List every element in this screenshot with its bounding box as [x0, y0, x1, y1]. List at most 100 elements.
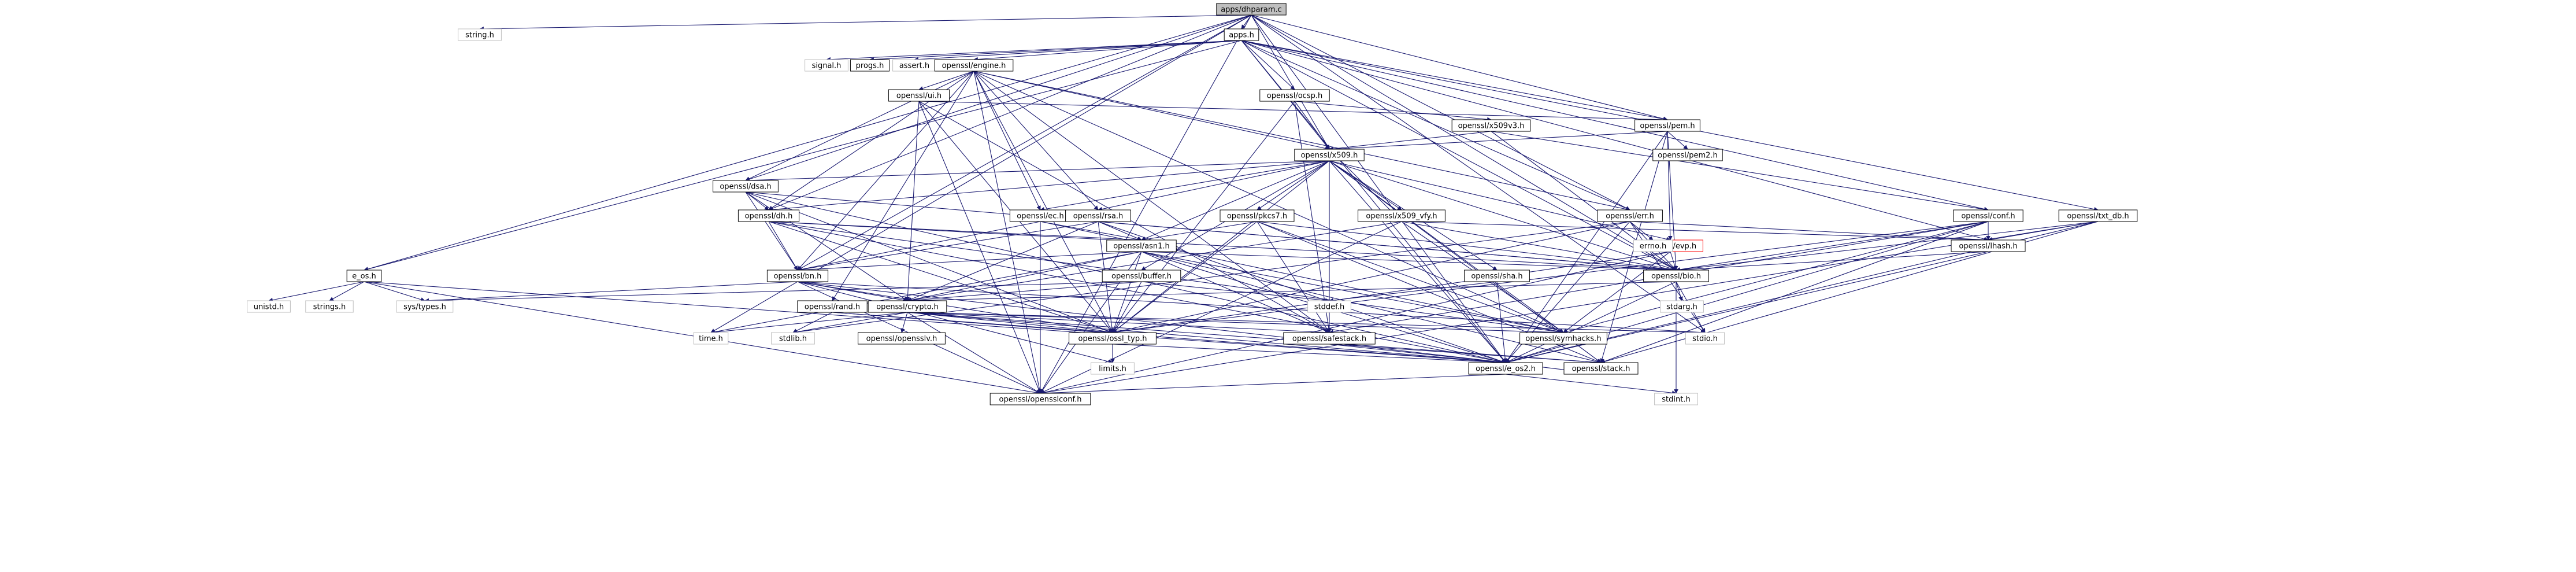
edge-apps-to-conf [1241, 40, 1989, 212]
edge-asn1-to-bio [1141, 251, 1677, 272]
node-progs[interactable]: progs.h [850, 59, 890, 72]
node-conf[interactable]: openssl/conf.h [1953, 209, 2023, 222]
node-apps[interactable]: apps.h [1224, 28, 1259, 41]
edge-eos2-to-opensslconf [1040, 374, 1506, 396]
node-ocsp[interactable]: openssl/ocsp.h [1259, 89, 1330, 102]
node-buffer[interactable]: openssl/buffer.h [1102, 270, 1181, 282]
node-stdlib: stdlib.h [771, 332, 815, 345]
node-box-pem2 [1652, 149, 1723, 161]
node-dsa[interactable]: openssl/dsa.h [713, 180, 779, 193]
node-x509v3[interactable]: openssl/x509v3.h [1451, 119, 1531, 132]
edge-x509-to-ossltyp [1112, 160, 1330, 333]
node-box-dsa [713, 180, 779, 193]
edge-layer [268, 14, 2099, 396]
node-sha[interactable]: openssl/sha.h [1464, 270, 1530, 282]
node-eos2[interactable]: openssl/e_os2.h [1468, 362, 1543, 375]
edge-sha-to-eos2 [1496, 281, 1508, 363]
edge-symhacks-to-eos2 [1505, 344, 1564, 364]
node-label-txtdb: openssl/txt_db.h [2067, 212, 2129, 221]
node-safestack[interactable]: openssl/safestack.h [1283, 332, 1376, 345]
edge-dhparam-to-pem [1251, 14, 1668, 121]
node-x509vfy[interactable]: openssl/x509_vfy.h [1358, 209, 1445, 222]
node-x509[interactable]: openssl/x509.h [1294, 149, 1365, 161]
node-box-stddef [1307, 300, 1351, 313]
node-signal: signal.h [805, 59, 848, 72]
edge-evp-to-ossltyp [1112, 251, 1671, 334]
edge-dh-to-eos2 [768, 221, 1506, 364]
node-label-dh: openssl/dh.h [745, 212, 793, 221]
edge-engine-to-x509 [973, 71, 1330, 151]
edge-dhparam-to-e_os [364, 14, 1252, 271]
node-label-ocsp: openssl/ocsp.h [1267, 92, 1322, 101]
node-box-crypto [868, 300, 947, 313]
edge-conf-to-symhacks [1563, 221, 1989, 334]
edge-eos2-to-stdint [1505, 374, 1677, 396]
node-box-string [458, 28, 502, 41]
edge-apps-to-signal [826, 40, 1242, 62]
edge-pkcs7-to-safestack [1257, 221, 1330, 333]
node-engine[interactable]: openssl/engine.h [934, 59, 1014, 72]
node-label-unistd: unistd.h [254, 303, 284, 312]
edge-dsa-to-crypto [745, 191, 908, 301]
node-opensslconf[interactable]: openssl/opensslconf.h [989, 393, 1091, 405]
node-label-opensslv: openssl/opensslv.h [866, 335, 937, 344]
node-err[interactable]: openssl/err.h [1597, 209, 1663, 222]
node-box-bn [766, 270, 829, 282]
node-label-bn: openssl/bn.h [774, 272, 822, 281]
node-rsa[interactable]: openssl/rsa.h [1065, 209, 1131, 222]
edge-apps-to-ocsp [1241, 40, 1295, 90]
edge-pem-to-eos2 [1505, 131, 1668, 363]
node-label-assert: assert.h [899, 62, 929, 71]
node-systypes: sys/types.h [396, 300, 454, 313]
node-ossltyp[interactable]: openssl/ossl_typ.h [1069, 332, 1157, 345]
node-box-opensslconf [989, 393, 1091, 405]
edge-x509-to-ec [1040, 160, 1330, 212]
node-box-stack [1563, 362, 1639, 375]
edge-x509-to-pkcs7 [1257, 160, 1330, 211]
node-box-buffer [1102, 270, 1181, 282]
node-label-progs: progs.h [856, 62, 884, 71]
node-rand[interactable]: openssl/rand.h [797, 300, 868, 313]
node-label-errno: errno.h [1640, 242, 1667, 251]
node-box-dh [737, 209, 800, 222]
node-opensslv[interactable]: openssl/opensslv.h [858, 332, 946, 345]
node-lhash[interactable]: openssl/lhash.h [1951, 239, 2026, 252]
node-symhacks[interactable]: openssl/symhacks.h [1519, 332, 1607, 345]
node-ui[interactable]: openssl/ui.h [888, 89, 950, 102]
edge-ocsp-to-x509 [1294, 101, 1330, 150]
node-bn[interactable]: openssl/bn.h [766, 270, 829, 282]
node-box-systypes [396, 300, 454, 313]
node-box-unistd [247, 300, 291, 313]
edge-x509-to-dsa [745, 160, 1330, 183]
node-pem2[interactable]: openssl/pem2.h [1652, 149, 1723, 161]
node-pem[interactable]: openssl/pem.h [1634, 119, 1700, 132]
node-e_os[interactable]: e_os.h [346, 270, 382, 282]
node-pkcs7[interactable]: openssl/pkcs7.h [1220, 209, 1295, 222]
node-box-symhacks [1519, 332, 1607, 345]
node-stack[interactable]: openssl/stack.h [1563, 362, 1639, 375]
edge-x509vfy-to-bio [1401, 221, 1677, 272]
node-box-bio [1643, 270, 1709, 282]
node-label-e_os: e_os.h [352, 272, 376, 281]
node-dh[interactable]: openssl/dh.h [737, 209, 800, 222]
node-box-x509 [1294, 149, 1365, 161]
edge-buffer-to-stddef [1141, 281, 1330, 303]
node-txtdb[interactable]: openssl/txt_db.h [2058, 209, 2138, 222]
edge-pkcs7-to-bio [1257, 221, 1677, 272]
edge-asn1-to-bn [797, 251, 1142, 272]
edge-dhparam-to-dsa [745, 14, 1252, 182]
node-asn1[interactable]: openssl/asn1.h [1106, 239, 1177, 252]
node-crypto[interactable]: openssl/crypto.h [868, 300, 947, 313]
edge-ocsp-to-safestack [1294, 101, 1331, 333]
node-dhparam[interactable]: apps/dhparam.c [1216, 3, 1287, 16]
node-box-stdlib [771, 332, 815, 345]
node-label-dhparam: apps/dhparam.c [1221, 6, 1282, 14]
node-bio[interactable]: openssl/bio.h [1643, 270, 1709, 282]
node-ec[interactable]: openssl/ec.h [1009, 209, 1072, 222]
node-box-stdio [1685, 332, 1725, 345]
node-box-pem [1634, 119, 1700, 132]
node-label-ossltyp: openssl/ossl_typ.h [1078, 335, 1147, 344]
node-strings: strings.h [305, 300, 354, 313]
node-box-progs [850, 59, 890, 72]
edge-x509vfy-to-x509 [1329, 149, 1402, 222]
